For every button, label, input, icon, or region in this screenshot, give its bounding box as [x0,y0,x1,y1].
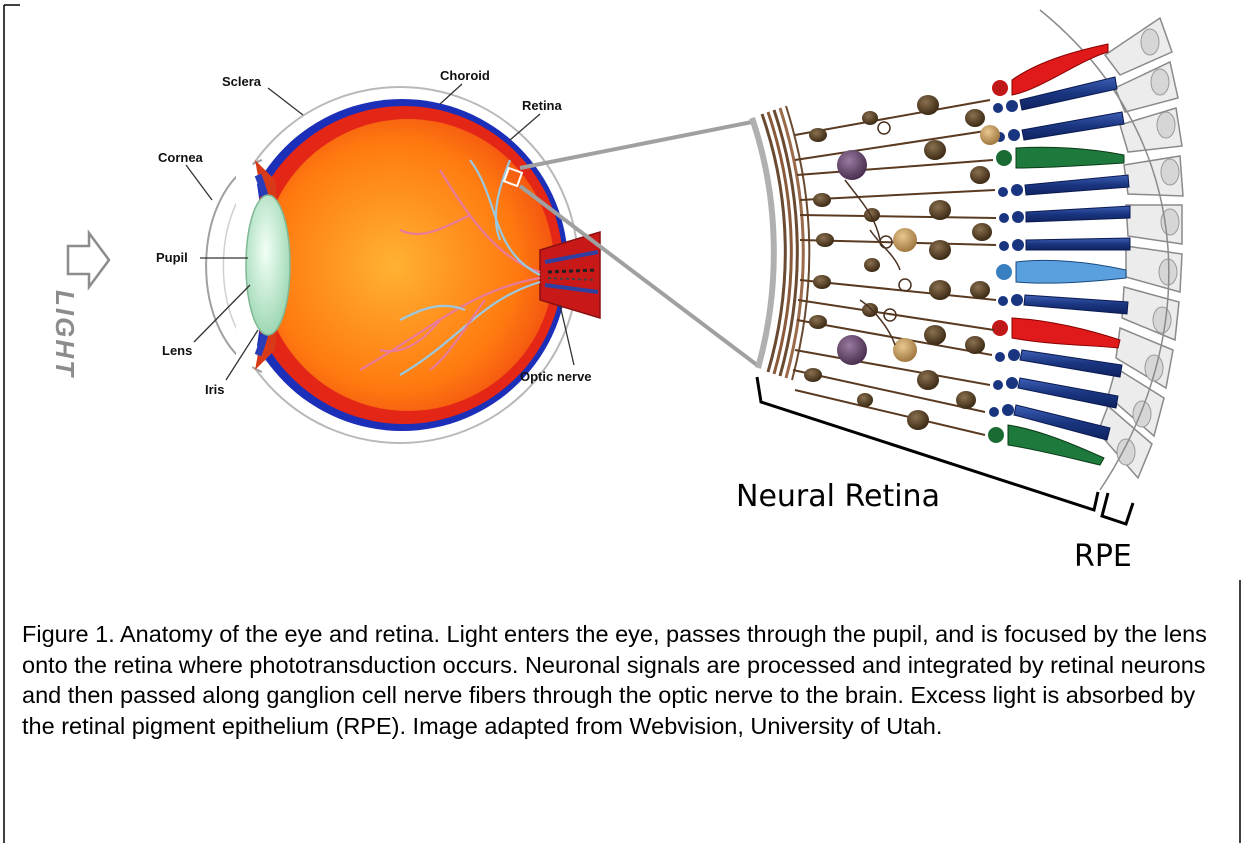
blue-cone [1016,260,1126,283]
zoom-line-top [520,122,752,168]
pupil-label: Pupil [156,250,188,265]
retina-magnified [752,10,1183,524]
figure-caption: Figure 1. Anatomy of the eye and retina.… [22,619,1222,741]
lens [246,195,290,335]
rpe-label: RPE [1074,539,1132,574]
light-arrow-icon [68,233,109,287]
red-cone-bottom [1012,318,1120,348]
vitreous-body [262,119,554,411]
rpe-bracket [1102,493,1133,524]
retina-label: Retina [522,98,563,113]
light-label: LIGHT [50,290,80,378]
eye-diagram [206,87,600,443]
green-cone-top [1016,147,1124,168]
retinal-neurons [793,95,1000,435]
sclera-label: Sclera [222,74,262,89]
cornea-label: Cornea [158,150,204,165]
lens-label: Lens [162,343,192,358]
photoreceptors [988,44,1130,465]
neural-retina-label: Neural Retina [736,479,940,514]
choroid-label: Choroid [440,68,490,83]
optic-nerve-label: Optic nerve [520,369,592,384]
iris-label: Iris [205,382,225,397]
